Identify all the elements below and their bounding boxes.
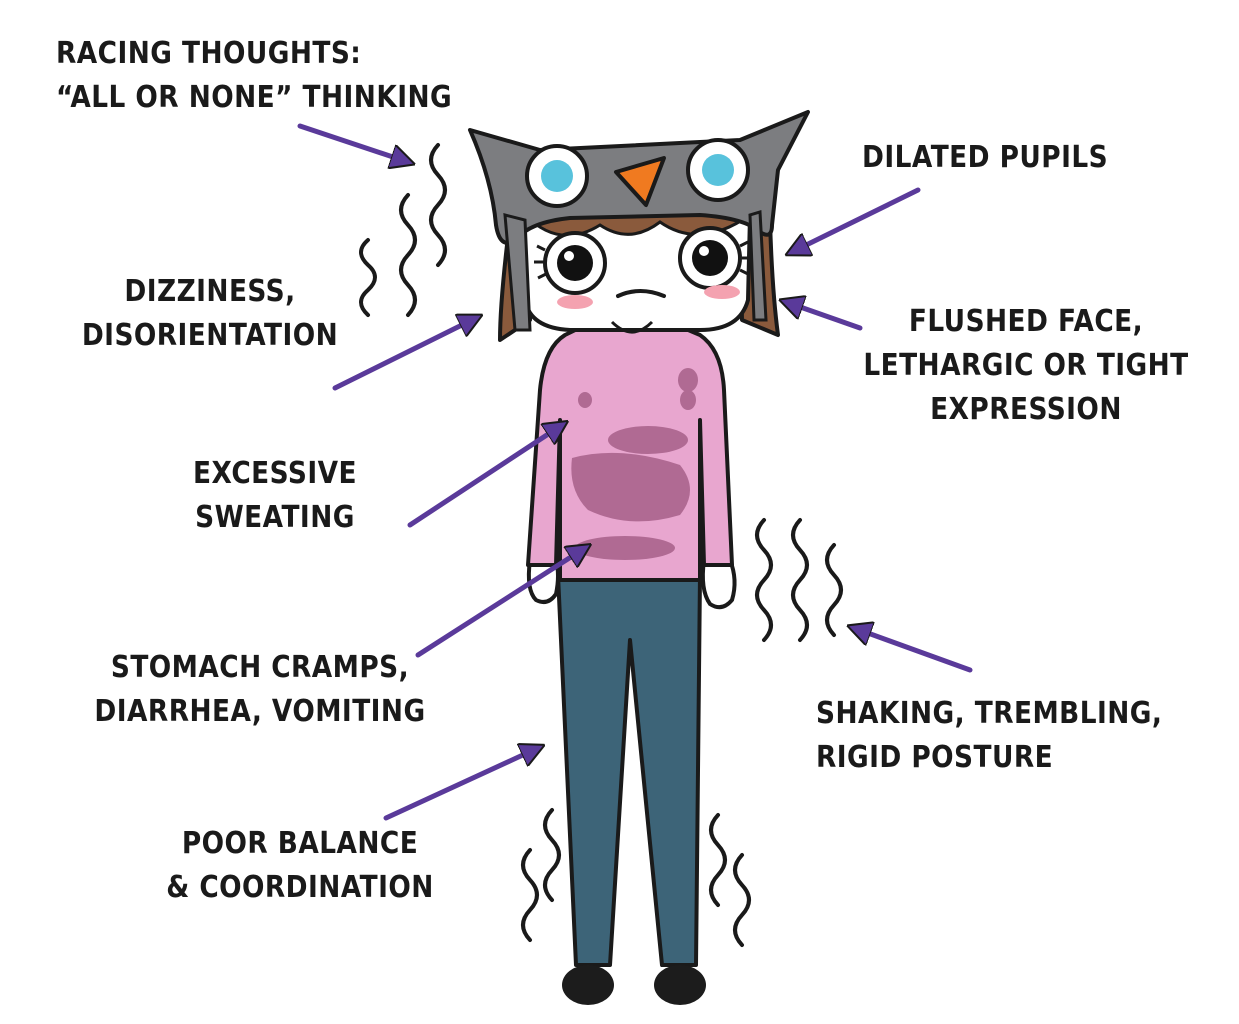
label-stomach-cramps: STOMACH CRAMPS, DIARRHEA, VOMITING (93, 644, 427, 736)
arrow-stomach (415, 548, 585, 658)
label-racing-line2: “ALL OR NONE” THINKING (56, 80, 453, 115)
label-sweat-line1: EXCESSIVE (193, 456, 357, 491)
owl-hat (468, 110, 810, 332)
label-balance-line2: & COORDINATION (166, 870, 434, 905)
label-balance-line1: POOR BALANCE (181, 826, 419, 861)
shirt (526, 316, 734, 582)
arrow-balance (383, 748, 538, 821)
face (521, 213, 755, 334)
label-racing-line1: RACING THOUGHTS: (56, 36, 362, 71)
label-shaking-line2: RIGID POSTURE (816, 740, 1054, 775)
label-pupils-line1: DILATED PUPILS (862, 140, 1109, 175)
label-flushed-line3: EXPRESSION (930, 392, 1122, 427)
arrow-pupils (792, 187, 921, 252)
motion-squiggles (359, 143, 843, 947)
label-flushed-face: FLUSHED FACE, LETHARGIC OR TIGHT EXPRESS… (859, 298, 1193, 434)
owl-beak (614, 156, 666, 207)
label-racing-thoughts: RACING THOUGHTS: “ALL OR NONE” THINKING (56, 30, 452, 122)
label-dizzy-line1: DIZZINESS, (124, 274, 296, 309)
arrow-racing (297, 123, 408, 162)
pointer-arrows (297, 123, 973, 821)
label-stomach-line1: STOMACH CRAMPS, (110, 650, 410, 685)
label-excessive-sweating: EXCESSIVE SWEATING (174, 450, 376, 542)
label-shaking-line1: SHAKING, TREMBLING, (816, 696, 1163, 731)
jeans (556, 573, 702, 967)
arrow-shaking (854, 628, 973, 673)
label-dizziness: DIZZINESS, DISORIENTATION (69, 268, 351, 360)
label-stomach-line2: DIARRHEA, VOMITING (94, 694, 426, 729)
label-flushed-line1: FLUSHED FACE, (908, 304, 1144, 339)
right-shoe (654, 965, 706, 1005)
label-dilated-pupils: DILATED PUPILS (862, 134, 1108, 182)
blush (557, 295, 593, 309)
label-poor-balance: POOR BALANCE & COORDINATION (159, 820, 441, 912)
arrow-dizzy (332, 318, 476, 391)
arrow-sweat (407, 425, 562, 528)
label-sweat-line2: SWEATING (195, 500, 355, 535)
label-flushed-line2: LETHARGIC OR TIGHT (863, 348, 1189, 383)
label-shaking: SHAKING, TREMBLING, RIGID POSTURE (816, 690, 1162, 782)
label-dizzy-line2: DISORIENTATION (81, 318, 339, 353)
right-hand (700, 558, 737, 610)
arrow-flushed (786, 302, 863, 331)
left-shoe (562, 965, 614, 1005)
